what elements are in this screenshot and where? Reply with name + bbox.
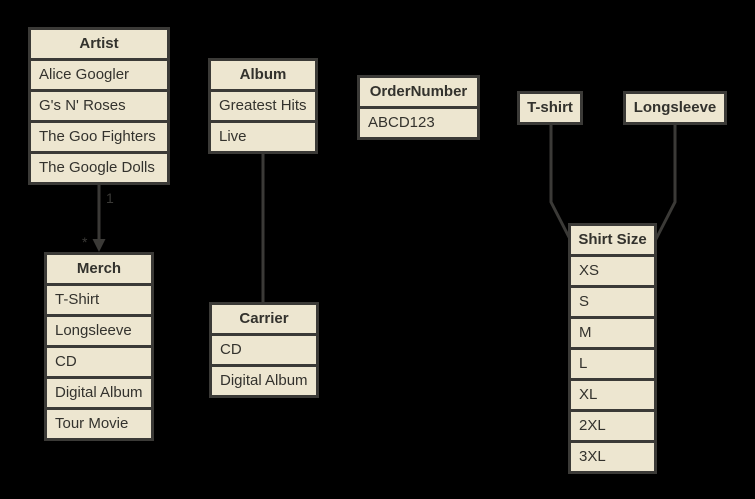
entity-row: CD xyxy=(212,333,316,364)
entity-title: Shirt Size xyxy=(578,231,647,248)
entity-title: Merch xyxy=(76,260,122,277)
entity-row: M xyxy=(571,316,654,347)
multiplicity-label: 1 xyxy=(106,190,114,206)
connector-longsleeve-shirtsize xyxy=(652,124,677,244)
connector-tshirt-shirtsize xyxy=(549,124,574,244)
entity-row: Digital Album xyxy=(47,376,151,407)
entity-row: CD xyxy=(47,345,151,376)
entity-row: 2XL xyxy=(571,409,654,440)
entity-title: Longsleeve xyxy=(633,99,717,116)
entity-row: Live xyxy=(211,120,315,151)
entity-title: Album xyxy=(239,66,287,83)
entity-row: G's N' Roses xyxy=(31,89,167,120)
entity-row: XL xyxy=(571,378,654,409)
entity-row: L xyxy=(571,347,654,378)
entity-row: T-Shirt xyxy=(47,283,151,314)
multiplicity-label: * xyxy=(82,234,88,250)
entity-row: The Google Dolls xyxy=(31,151,167,182)
entity-title: Carrier xyxy=(239,310,289,327)
entity-row: Alice Googler xyxy=(31,58,167,89)
entity-row: Greatest Hits xyxy=(211,89,315,120)
entity-longsleeve: Longsleeve xyxy=(623,91,727,125)
entity-tshirt: T-shirt xyxy=(517,91,583,125)
entity-row: XS xyxy=(571,254,654,285)
entity-title: T-shirt xyxy=(527,99,573,116)
entity-title: OrderNumber xyxy=(369,83,468,100)
entity-row: Longsleeve xyxy=(47,314,151,345)
arrowhead-icon xyxy=(92,239,106,252)
entity-row: 3XL xyxy=(571,440,654,471)
entity-row: The Goo Fighters xyxy=(31,120,167,151)
entity-row: Tour Movie xyxy=(47,407,151,438)
entity-title: Artist xyxy=(79,35,119,52)
entity-row: ABCD123 xyxy=(360,106,477,137)
entity-row: S xyxy=(571,285,654,316)
entity-row: Digital Album xyxy=(212,364,316,395)
